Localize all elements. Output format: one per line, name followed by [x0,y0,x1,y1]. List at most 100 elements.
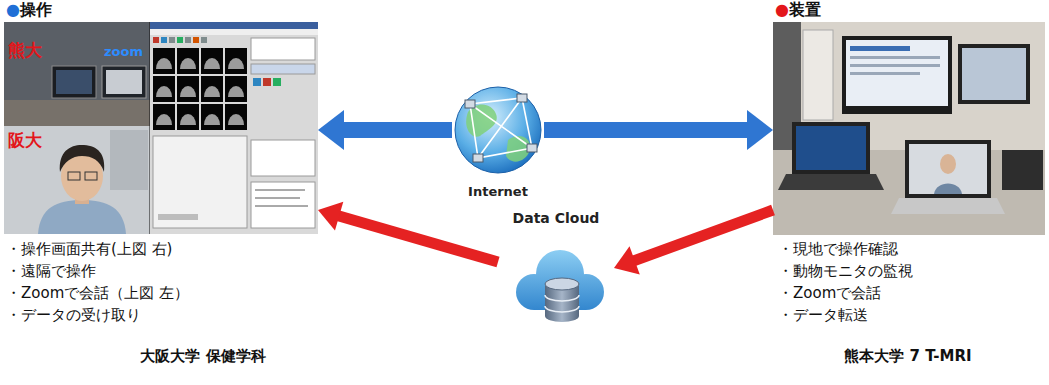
arrow-shaft [634,210,773,261]
label-wrap: ・Zoomで会話 [778,283,881,303]
person-body [38,200,126,234]
label-wrap: ・Zoomで会話（上図 左） [6,283,189,303]
node-heading: ●操作 [6,0,320,20]
tool-icon [177,37,183,43]
image-thumbnail [153,48,175,74]
laptop [792,122,870,174]
image-thumbnail [177,104,199,130]
label-wrap: ・操作画面共有(上図 右) [6,239,172,259]
lab-photo [773,22,1045,235]
monitor [52,66,96,98]
cloud-node: Data Cloud [498,206,614,326]
data-arrow [318,202,498,262]
panel [153,136,247,228]
tool-icon [185,37,191,43]
image-thumbnail [225,76,247,102]
image-thumbnail [201,48,223,74]
cabinet [803,30,833,120]
text-line [255,198,300,199]
label-wrap: ・遠隔で操作 [6,261,96,281]
screen-bar [850,56,940,59]
menu-bar [150,29,318,35]
monitor-screen [56,70,92,94]
laptop-base [778,174,884,190]
panel [251,140,315,176]
panel [251,182,315,228]
institution-name: 熊本大学 7 T-MRI [844,346,971,366]
bullet-item: ・操作画面共有(上図 右) [6,239,172,259]
label-wrap: 熊大 [8,40,42,60]
device-panel: ●装置 [773,22,1045,235]
laptop-base [891,198,1005,214]
app-logo: zoom [104,42,143,62]
image-thumbnail [177,76,199,102]
bullet-item: ・データの受け取り [6,305,141,325]
laptop [1002,150,1043,190]
label-wrap: ・データ転送 [778,305,868,325]
site-tag: 阪大 [8,130,42,150]
internet-node: Internet [452,84,544,202]
label-wrap: 大阪大学 保健学科 [140,346,265,366]
laptop [905,140,991,198]
wall [773,22,1045,235]
person-body [934,184,962,195]
software-window [150,22,318,234]
glasses [85,172,97,180]
monitor [958,44,1030,104]
arrow-head [318,202,343,231]
shelf [110,130,148,190]
image-thumbnail [201,76,223,102]
cloud-icon [516,250,604,322]
image-thumbnail [225,48,247,74]
node-heading: ●装置 [775,0,1047,20]
arrow-shaft [343,122,452,138]
text-line [255,206,308,207]
screenshot-frame [4,22,318,234]
image-thumbnail [153,48,247,130]
tool-icon [153,37,159,43]
arrow-shaft [544,122,748,138]
tool-icon [273,78,281,86]
tool-icon [201,37,207,43]
node-heading: Internet [468,183,528,200]
node-heading: Data Cloud [513,209,600,227]
label-wrap: 熊本大学 7 T-MRI [844,346,971,366]
glasses [68,172,80,180]
screen-bar [850,46,910,51]
arrow-shaft [338,216,498,262]
database-top [545,278,579,290]
zoom-video [4,126,150,234]
arrow-head [318,110,344,150]
institution-name: 大阪大学 保健学科 [140,346,265,366]
bullet-item: ・Zoomで会話（上図 左） [6,283,189,303]
bullet-item: ・動物モニタの監視 [778,261,913,281]
network-line [470,98,532,158]
monitor-screen [106,70,142,94]
laptop-screen [796,126,866,170]
bullet-item: ・現地で操作確認 [778,239,898,259]
panel-field [158,214,198,220]
network-node [517,94,527,102]
screen-bar [850,64,940,67]
label-wrap: 阪大 [8,130,42,150]
data-arrow [614,210,773,275]
image-thumbnail [177,48,199,74]
database-band [545,295,579,312]
label-wrap: ・動物モニタの監視 [778,261,913,281]
bullet-item: ・データ転送 [778,305,868,325]
network-arrow [318,110,452,150]
bullet-item: ・Zoomで会話 [778,283,881,303]
image-thumbnail [201,104,223,130]
tool-icon [161,37,167,43]
tool-icon [193,37,199,43]
tool-icon [253,78,261,86]
monitor [842,36,952,114]
zoom-video [4,22,150,126]
tool-icon [263,78,271,86]
network-node [527,144,537,152]
label-wrap: ・現地で操作確認 [778,239,898,259]
monitor-screen [962,48,1026,100]
monitor [102,66,146,98]
